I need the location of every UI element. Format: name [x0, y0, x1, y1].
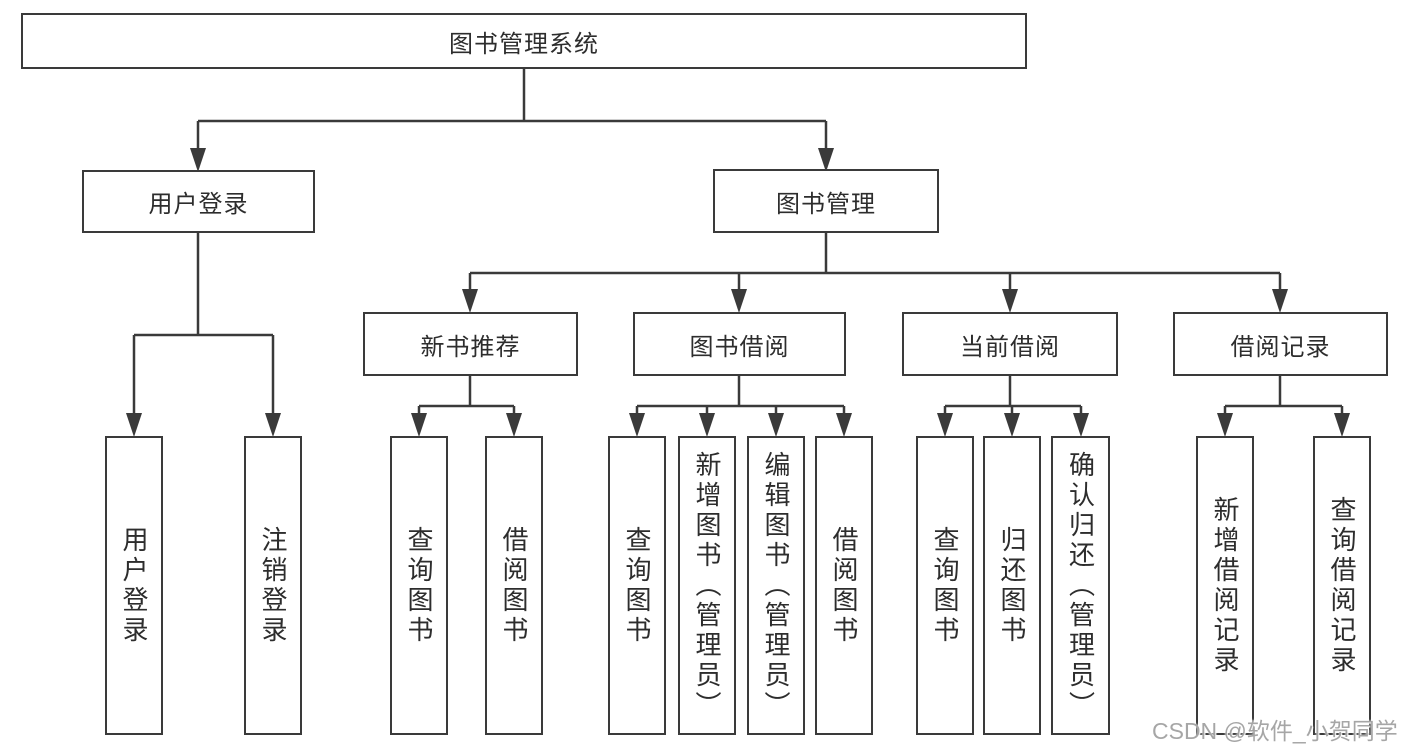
node-label: 新增图书（管理员）: [692, 450, 722, 721]
node-label: 查询图书: [404, 525, 434, 646]
node-label: 确认归还（管理员）: [1065, 450, 1096, 721]
node-book-management-branch: 图书管理: [713, 169, 939, 233]
node-label: 新增借阅记录: [1210, 495, 1240, 676]
node-label: 查询图书: [622, 525, 652, 646]
node-new-book-recommend: 新书推荐: [363, 312, 578, 376]
node-book-borrow: 图书借阅: [633, 312, 846, 376]
leaf-user-login: 用户登录: [105, 436, 163, 735]
node-library-management-system: 图书管理系统: [21, 13, 1027, 69]
leaf-edit-book-admin: 编辑图书（管理员）: [747, 436, 805, 735]
node-label: 图书管理系统: [449, 30, 599, 58]
node-label: 借阅图书: [499, 525, 529, 646]
leaf-query-borrow-record: 查询借阅记录: [1313, 436, 1371, 735]
node-label: 编辑图书（管理员）: [761, 450, 791, 721]
node-label: 图书借阅: [689, 333, 790, 361]
leaf-confirm-return-admin: 确认归还（管理员）: [1051, 436, 1110, 735]
node-label: 用户登录: [119, 525, 149, 646]
leaf-query-book-borrow: 查询图书: [608, 436, 666, 735]
node-label: 查询图书: [930, 525, 960, 646]
leaf-add-borrow-record: 新增借阅记录: [1196, 436, 1254, 735]
leaf-borrow-book: 借阅图书: [815, 436, 873, 735]
leaf-add-book-admin: 新增图书（管理员）: [678, 436, 736, 735]
leaf-borrow-book-recommend: 借阅图书: [485, 436, 543, 735]
node-label: 注销登录: [258, 525, 288, 646]
node-label: 查询借阅记录: [1327, 495, 1357, 676]
node-current-borrow: 当前借阅: [902, 312, 1118, 376]
leaf-logout: 注销登录: [244, 436, 302, 735]
node-user-login-branch: 用户登录: [82, 170, 315, 233]
leaf-return-book: 归还图书: [983, 436, 1041, 735]
arrowheads: [126, 148, 1350, 437]
node-label: 用户登录: [148, 191, 249, 218]
leaf-query-book-recommend: 查询图书: [390, 436, 448, 735]
leaf-query-book-current: 查询图书: [916, 436, 974, 735]
node-label: 当前借阅: [960, 333, 1060, 361]
node-label: 借阅图书: [829, 525, 859, 646]
node-borrow-records: 借阅记录: [1173, 312, 1388, 376]
csdn-watermark: CSDN @软件_小贺同学: [1152, 718, 1398, 744]
node-label: 图书管理: [776, 190, 876, 218]
node-label: 归还图书: [997, 525, 1027, 646]
node-label: 新书推荐: [420, 333, 521, 361]
node-label: 借阅记录: [1230, 333, 1331, 361]
